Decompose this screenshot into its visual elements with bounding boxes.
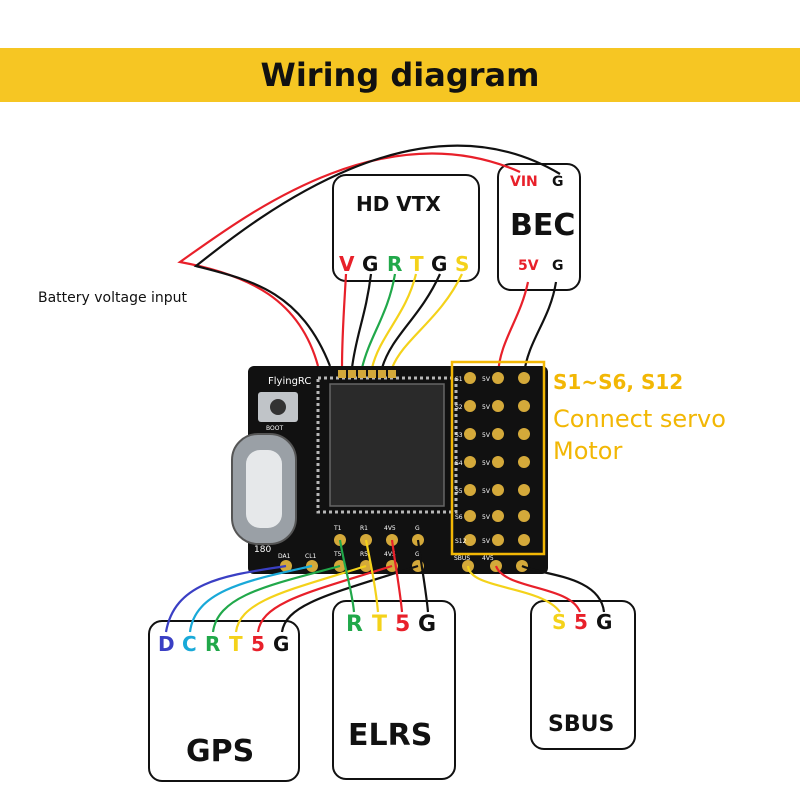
elrs-r-wire	[338, 539, 356, 613]
vtx-v-wire	[340, 273, 348, 369]
servo-row-s5: S5	[455, 488, 463, 495]
servo-mid-5v-6: 5V	[482, 514, 491, 521]
hdvtx-pin-g2: G	[431, 252, 448, 276]
servo-note-connect: Connect servo	[553, 405, 726, 433]
servo-row-s12: S12	[455, 538, 467, 545]
servo-mid-5v-2: 5V	[482, 404, 491, 411]
pad-sbus-4v5: 4V5	[482, 555, 494, 562]
bec-5v-wire	[496, 281, 530, 375]
pad-da1: DA1	[278, 553, 291, 560]
sbus-s-wire	[466, 565, 561, 613]
vtx-r-wire	[360, 273, 397, 369]
servo-note-channels: S1~S6, S12	[553, 370, 684, 394]
elrs-t-wire	[364, 539, 380, 613]
gps-label: GPS	[186, 734, 255, 769]
servo-mid-5v-5: 5V	[482, 488, 491, 495]
pad-t5: T5	[333, 551, 342, 558]
elrs-5-wire	[390, 539, 404, 613]
vtx-g-wire	[350, 273, 373, 369]
title-banner: Wiring diagram	[0, 48, 800, 102]
bec-label: BEC	[510, 208, 576, 243]
pad-sbus: SBUS	[454, 555, 470, 562]
servo-mid-5v-4: 5V	[482, 460, 491, 467]
gps-pin-g: G	[273, 632, 290, 656]
servo-mid-5v-7: 5V	[482, 538, 491, 545]
gps-t-wire	[234, 564, 367, 633]
boot-button-cap	[270, 399, 286, 415]
gps-pin-r: R	[205, 632, 221, 656]
bec-pin-g-bottom: G	[552, 258, 564, 274]
servo-row-s4: S4	[455, 460, 463, 467]
battery-black-wire	[193, 144, 561, 367]
usb-c-inner	[246, 450, 282, 528]
pad-t1: T1	[333, 525, 342, 532]
vtx-t-wire	[370, 273, 418, 369]
sbus-pin-g: G	[596, 610, 613, 634]
sbus-box	[530, 600, 636, 750]
servo-note-motor: Motor	[553, 437, 623, 465]
top-header-pads	[338, 370, 396, 378]
gps-box	[148, 620, 300, 782]
servo-row-s3: S3	[455, 432, 463, 439]
hdvtx-box	[332, 174, 480, 282]
hdvtx-pin-r: R	[387, 252, 403, 276]
sbus-pin-5: 5	[574, 610, 588, 634]
pad-r5: R5	[360, 551, 368, 558]
battery-voltage-note: Battery voltage input	[38, 290, 188, 306]
bec-box	[497, 163, 581, 291]
vtx-g2-wire	[380, 273, 442, 369]
battery-red-wire	[177, 152, 521, 367]
bec-pin-g-top: G	[552, 174, 564, 190]
vtx-s-wire	[390, 273, 463, 369]
servo-header	[464, 372, 530, 546]
hdvtx-pin-t: T	[410, 252, 424, 276]
gps-d-wire	[164, 564, 287, 633]
sbus-pin-s: S	[552, 610, 567, 634]
elrs-pin-r: R	[346, 612, 363, 637]
mcu-chip	[329, 383, 445, 507]
bec-pin-vin: VIN	[510, 174, 538, 190]
elrs-pin-g: G	[418, 612, 437, 637]
servo-row-s6: S6	[455, 514, 463, 521]
servo-row-s2: S2	[455, 404, 463, 411]
pad-inner-g: G	[415, 525, 420, 532]
servo-row-s1: S1	[455, 376, 463, 383]
gps-c-wire	[188, 564, 313, 633]
rotation-label: 180	[254, 545, 271, 555]
mcu-pins	[316, 376, 458, 514]
pad-g: G	[415, 551, 420, 558]
pad-inner-4v5: 4V5	[384, 525, 396, 532]
hdvtx-pin-v: V	[339, 252, 355, 276]
bec-pin-5v: 5V	[518, 258, 539, 274]
elrs-pin-t: T	[372, 612, 388, 637]
gps-pin-5: 5	[251, 632, 265, 656]
gps-g-wire	[280, 564, 419, 633]
sbus-5-wire	[494, 565, 582, 613]
gps-r-wire	[211, 564, 341, 633]
sbus-g-wire	[521, 565, 606, 613]
pad-4v5: 4V5	[384, 551, 396, 558]
bec-g-wire	[522, 281, 558, 375]
boot-label: BOOT	[266, 425, 283, 432]
sbus-label: SBUS	[548, 712, 615, 737]
pad-r1: R1	[360, 525, 368, 532]
gps-pin-t: T	[229, 632, 243, 656]
diagram-title: Wiring diagram	[260, 56, 540, 94]
servo-mid-5v-3: 5V	[482, 432, 491, 439]
elrs-pin-5: 5	[395, 612, 411, 637]
board-brand: FlyingRC	[268, 376, 311, 387]
gps-pin-c: C	[182, 632, 197, 656]
pad-cl1: CL1	[305, 553, 317, 560]
elrs-label: ELRS	[348, 718, 433, 753]
gps-pin-d: D	[158, 632, 175, 656]
elrs-box	[332, 600, 456, 780]
servo-highlight-frame	[450, 360, 546, 556]
servo-mid-5v-1: 5V	[482, 376, 491, 383]
hdvtx-label: HD VTX	[356, 192, 441, 216]
elrs-g-wire	[416, 539, 430, 613]
gps-5-wire	[256, 564, 393, 633]
hdvtx-pin-s: S	[455, 252, 470, 276]
hdvtx-pin-g: G	[362, 252, 379, 276]
